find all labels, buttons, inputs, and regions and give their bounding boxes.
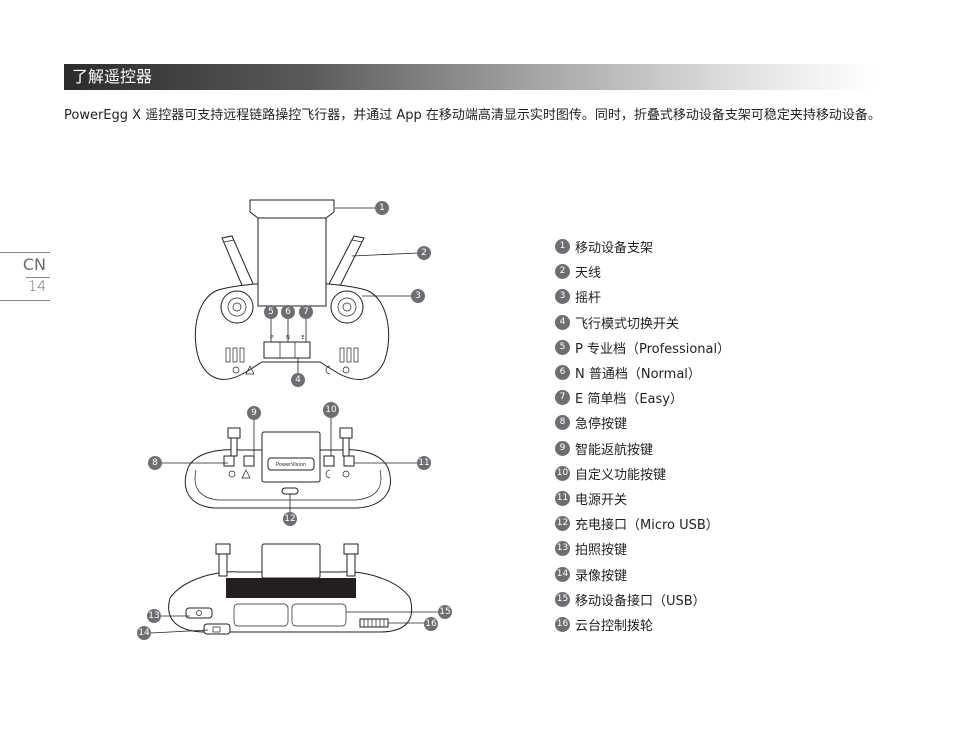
svg-text:9: 9 [251,408,257,418]
rth-button-front [245,365,255,375]
stop-button-top [223,455,235,467]
custom-button-front [325,365,331,375]
callout-4: 4 [291,373,305,387]
flight-mode-switch [263,341,311,359]
callout-9: 9 [247,406,261,420]
tab-divider [26,277,50,278]
callout-2: 2 [417,246,431,260]
mobile-holder-clamp [249,199,335,219]
callout-6: 6 [281,305,295,319]
right-stick-base [330,290,364,324]
svg-text:16: 16 [425,619,437,629]
svg-text:1: 1 [379,203,385,213]
photo-button [185,607,213,619]
section-title: 了解遥控器 [72,67,153,86]
left-stick-top [227,427,241,439]
svg-text:7: 7 [303,307,309,317]
switch-label-e: E [301,335,304,341]
svg-text:3: 3 [415,291,421,301]
leader-lines [150,207,438,634]
mobile-holder-bottom [261,543,321,579]
callout-16: 16 [424,617,438,631]
callout-5: 5 [264,305,278,319]
top-view: PowerVision [184,427,391,509]
front-view: P N E [194,199,390,380]
right-stick-bottom [343,543,359,555]
svg-text:6: 6 [285,307,291,317]
rth-button-top [243,455,255,467]
switch-label-p: P [270,335,273,341]
section-header: 了解遥控器 [64,64,874,90]
right-vents [339,347,359,363]
custom-button-top [323,455,335,467]
callout-8: 8 [148,456,162,470]
svg-text:11: 11 [418,458,429,468]
svg-text:8: 8 [152,458,158,468]
svg-text:10: 10 [325,405,337,415]
svg-text:4: 4 [295,375,301,385]
callout-13: 13 [147,609,161,623]
callout-11: 11 [417,456,431,470]
left-stick-bottom [215,543,231,555]
micro-usb-port [281,487,299,495]
svg-text:5: 5 [268,307,274,317]
svg-text:14: 14 [138,628,150,638]
callout-12: 12 [283,512,297,526]
power-button-top [343,455,355,467]
callouts: 1 2 3 4 5 6 7 8 9 10 11 12 13 14 15 16 [137,201,452,640]
mobile-holder-top [261,431,321,483]
callout-3: 3 [411,289,425,303]
callout-14: 14 [137,626,151,640]
callout-10: 10 [323,402,339,418]
left-antenna [221,235,255,291]
record-button [203,623,231,635]
page-number: 14 [28,279,46,295]
svg-text:12: 12 [284,514,295,524]
callout-1: 1 [375,201,389,215]
intro-paragraph: PowerEgg X 遥控器可支持远程链路操控飞行器，并通过 App 在移动端高… [64,108,881,123]
callout-15: 15 [438,605,452,619]
side-language-tab: CN 14 [0,252,50,301]
svg-text:13: 13 [148,611,159,621]
right-antenna [327,235,365,291]
callout-7: 7 [299,305,313,319]
power-button-front [342,366,350,374]
language-label: CN [22,255,46,274]
mobile-holder [257,215,327,307]
brand-label: PowerVision [276,462,306,468]
left-stick-base [220,290,254,324]
svg-text:2: 2 [421,248,427,258]
svg-text:15: 15 [439,607,450,617]
bottom-view [168,543,413,635]
stop-button-front [232,366,240,374]
brand-plate [267,457,315,471]
right-stick-top [339,427,353,439]
folded-holder-bar [226,578,356,598]
left-vents [225,347,245,363]
